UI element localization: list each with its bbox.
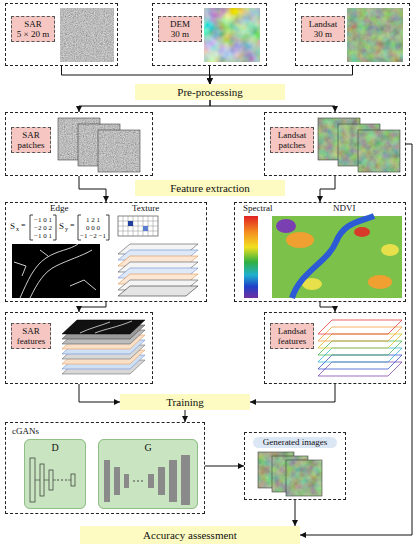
flow-arrow xyxy=(320,302,335,312)
matrix-label: y xyxy=(65,226,68,233)
node-text: Spectral xyxy=(243,203,273,214)
node-text: 5 × 20 m xyxy=(13,29,53,39)
flow-arrow xyxy=(205,466,244,467)
flow-arrow xyxy=(62,66,211,84)
node-text: Generated images xyxy=(253,437,337,448)
network-box: D xyxy=(24,439,86,509)
node-text: D xyxy=(25,442,85,453)
label-tag: Landsat patches xyxy=(270,127,314,153)
feature-stack-box: Landsat features xyxy=(264,312,406,384)
label-tag: Landsat features xyxy=(270,323,314,349)
matrix-label: −1 0 1 xyxy=(31,232,55,240)
matrix-label: S xyxy=(10,221,15,231)
patch-box: Landsat patches xyxy=(264,112,406,176)
step-band: Accuracy assessment xyxy=(80,526,300,544)
node-text: Edge xyxy=(50,203,69,214)
matrix-label: 1 2 1 xyxy=(79,216,107,224)
node-text: SAR features xyxy=(13,326,49,346)
matrix-label: 0 0 0 xyxy=(79,224,107,232)
node-text: Landsat xyxy=(303,19,343,29)
node-text: Accuracy assessment xyxy=(143,529,237,541)
node-text: Feature extraction xyxy=(170,182,250,194)
matrix-label: −1 −2 −1 xyxy=(79,232,107,240)
step-band: Pre-processing xyxy=(135,84,285,100)
flow-arrow xyxy=(79,302,106,312)
flow-arrow xyxy=(250,384,335,402)
node-text: 30 m xyxy=(303,29,343,39)
flow-arrow xyxy=(79,176,106,202)
flow-arrow xyxy=(320,176,335,202)
node-text: NDVI xyxy=(333,203,356,214)
feature-box: Spectral NDVI xyxy=(234,202,406,302)
step-band: Training xyxy=(120,394,250,410)
step-band: Feature extraction xyxy=(135,180,285,196)
flow-arrow xyxy=(210,66,353,84)
node-text: 30 m xyxy=(160,29,200,39)
node-text: Training xyxy=(166,396,204,408)
matrix-label: x xyxy=(16,226,19,233)
label-tag: DEM30 m xyxy=(158,16,202,42)
flow-arrow xyxy=(79,384,120,402)
model-box: cGANsD G xyxy=(5,422,205,514)
flow-arrow xyxy=(295,500,296,526)
node-text: SAR patches xyxy=(13,130,49,150)
data-source-box: Landsat30 m xyxy=(295,3,410,66)
matrix-label: = xyxy=(21,221,26,230)
label-tag: SAR5 × 20 m xyxy=(11,16,55,42)
data-source-box: SAR5 × 20 m xyxy=(5,3,118,66)
matrix-label: −2 0 2 xyxy=(31,224,55,232)
flow-arrow xyxy=(210,100,335,112)
matrix-label: S xyxy=(59,221,64,231)
matrix-label: = xyxy=(70,221,75,230)
node-text: Pre-processing xyxy=(177,86,242,98)
flow-arrow xyxy=(185,410,186,422)
label-tag: SAR patches xyxy=(11,127,51,153)
node-text: SAR xyxy=(13,19,53,29)
label-tag: Landsat30 m xyxy=(301,16,345,42)
flow-arrow xyxy=(79,100,210,112)
node-text: Landsat patches xyxy=(272,130,312,150)
data-source-box: DEM30 m xyxy=(152,3,267,66)
node-text: G xyxy=(99,442,197,453)
node-text: cGANs xyxy=(12,426,39,437)
matrix-label: −1 0 1 xyxy=(31,216,55,224)
node-text: DEM xyxy=(160,19,200,29)
output-box: Generated images xyxy=(244,432,346,500)
label-tag: SAR features xyxy=(11,323,51,349)
node-text: Landsat features xyxy=(272,326,312,346)
feature-stack-box: SAR features xyxy=(5,312,153,384)
network-box: G xyxy=(98,439,198,509)
patch-box: SAR patches xyxy=(5,112,153,176)
node-text: Texture xyxy=(132,203,159,214)
